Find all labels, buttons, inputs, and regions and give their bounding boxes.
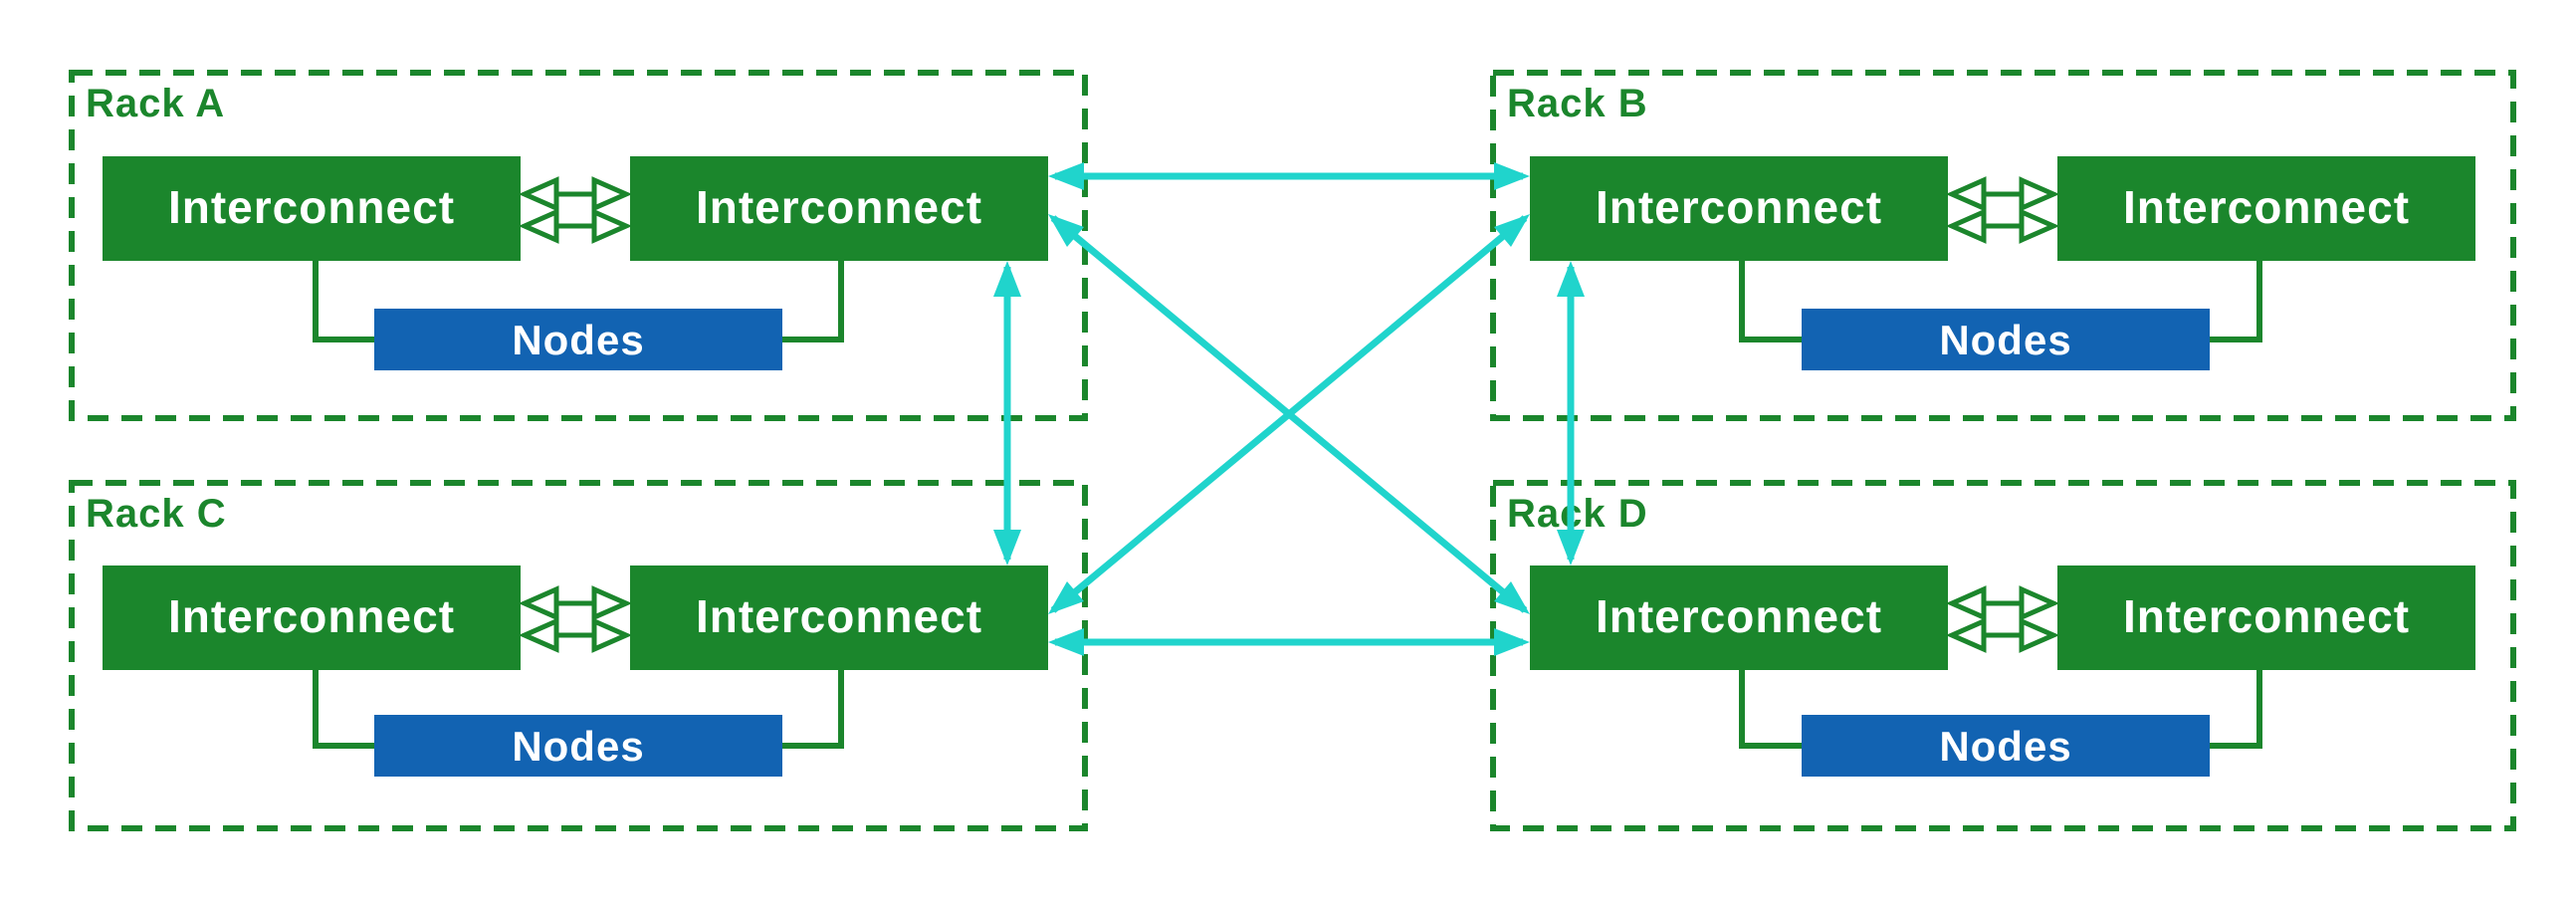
arrowhead-right-icon	[1494, 162, 1530, 190]
rack-d-interconnect-right-box	[2057, 565, 2475, 670]
rack-a-interconnect-link-arrows	[518, 176, 633, 244]
green-arrow-right-head-icon	[2019, 208, 2060, 244]
rack-b-interconnect-left-box	[1530, 156, 1948, 261]
rack-d-interconnect-left-box	[1530, 565, 1948, 670]
link-line	[1050, 215, 1528, 613]
rack-c-label: Rack C	[86, 492, 227, 536]
rack-a-right-nodes-connector	[782, 261, 844, 342]
arrowhead-upleft-icon	[1048, 214, 1084, 247]
rack-c-nodes-box	[374, 715, 782, 777]
rack-a: Rack A Interconnect Interconnect Nodes	[69, 70, 1088, 421]
green-arrow-left-head-icon	[1945, 585, 1987, 621]
rack-c-interconnect-right-box	[630, 565, 1048, 670]
rack-c-interconnect-link-arrows	[518, 585, 633, 653]
green-arrow-left-head-icon	[518, 617, 559, 653]
rack-d-border	[1490, 480, 2516, 831]
rack-d-interconnect-left-label: Interconnect	[1596, 590, 1882, 642]
green-arrow-right-head-icon	[591, 208, 633, 244]
rack-d-interconnect-link-arrows	[1945, 585, 2060, 653]
rack-b-right-nodes-connector	[2210, 261, 2262, 342]
link-rack-b-rack-c	[1048, 214, 1530, 614]
rack-c-border	[69, 480, 1088, 831]
rack-b-interconnect-left-label: Interconnect	[1596, 181, 1882, 233]
arrowhead-down-icon	[993, 530, 1021, 565]
rack-b-nodes-label: Nodes	[1939, 317, 2071, 363]
rack-a-left-nodes-connector	[313, 261, 374, 342]
rack-d-label: Rack D	[1507, 492, 1648, 536]
arrowhead-downright-icon	[1494, 581, 1530, 614]
rack-d-left-nodes-connector	[1739, 670, 1802, 749]
rack-a-interconnect-left-label: Interconnect	[168, 181, 455, 233]
rack-c-interconnect-left-label: Interconnect	[168, 590, 455, 642]
rack-d-nodes-label: Nodes	[1939, 723, 2071, 770]
rack-a-interconnect-left-box	[103, 156, 521, 261]
green-arrow-left-head-icon	[518, 208, 559, 244]
arrowhead-down-icon	[1557, 530, 1585, 565]
green-arrow-right-head-icon	[2019, 617, 2060, 653]
rack-a-interconnect-right-label: Interconnect	[696, 181, 982, 233]
link-rack-a-rack-c	[993, 261, 1021, 565]
green-arrow-left-head-icon	[1945, 208, 1987, 244]
rack-b-interconnect-right-label: Interconnect	[2123, 181, 2410, 233]
rack-a-interconnect-right-box	[630, 156, 1048, 261]
green-arrow-right-head-icon	[2019, 585, 2060, 621]
rack-c-interconnect-left-box	[103, 565, 521, 670]
link-rack-a-rack-b	[1048, 162, 1530, 190]
rack-c: Rack C Interconnect Interconnect Nodes	[69, 480, 1088, 831]
rack-b-left-nodes-connector	[1739, 261, 1802, 342]
rack-d-right-nodes-connector	[2210, 670, 2262, 749]
green-arrow-left-head-icon	[1945, 617, 1987, 653]
rack-b-nodes-box	[1802, 309, 2210, 370]
arrowhead-up-icon	[1557, 261, 1585, 297]
arrowhead-upright-icon	[1494, 214, 1530, 247]
green-arrow-right-head-icon	[2019, 176, 2060, 212]
arrowhead-left-icon	[1048, 628, 1084, 656]
rack-d: Rack D Interconnect Interconnect Nodes	[1490, 480, 2516, 831]
rack-d-interconnect-right-label: Interconnect	[2123, 590, 2410, 642]
green-arrow-right-head-icon	[591, 585, 633, 621]
rack-c-left-nodes-connector	[313, 670, 374, 749]
green-arrow-right-head-icon	[591, 617, 633, 653]
link-rack-b-rack-d	[1557, 261, 1585, 565]
arrowhead-downleft-icon	[1048, 581, 1084, 614]
rack-c-right-nodes-connector	[782, 670, 844, 749]
green-arrow-left-head-icon	[518, 176, 559, 212]
rack-b-label: Rack B	[1507, 82, 1648, 125]
green-arrow-left-head-icon	[518, 585, 559, 621]
rack-c-nodes-label: Nodes	[512, 723, 644, 770]
inter-rack-links	[993, 162, 1585, 656]
rack-d-nodes-box	[1802, 715, 2210, 777]
rack-a-nodes-label: Nodes	[512, 317, 644, 363]
rack-b: Rack B Interconnect Interconnect Nodes	[1490, 70, 2516, 421]
green-arrow-right-head-icon	[591, 176, 633, 212]
rack-c-interconnect-right-label: Interconnect	[696, 590, 982, 642]
arrowhead-up-icon	[993, 261, 1021, 297]
rack-a-label: Rack A	[86, 82, 225, 125]
arrowhead-left-icon	[1048, 162, 1084, 190]
arrowhead-right-icon	[1494, 628, 1530, 656]
green-arrow-left-head-icon	[1945, 176, 1987, 212]
rack-b-interconnect-link-arrows	[1945, 176, 2060, 244]
rack-b-interconnect-right-box	[2057, 156, 2475, 261]
link-rack-c-rack-d	[1048, 628, 1530, 656]
rack-a-nodes-box	[374, 309, 782, 370]
